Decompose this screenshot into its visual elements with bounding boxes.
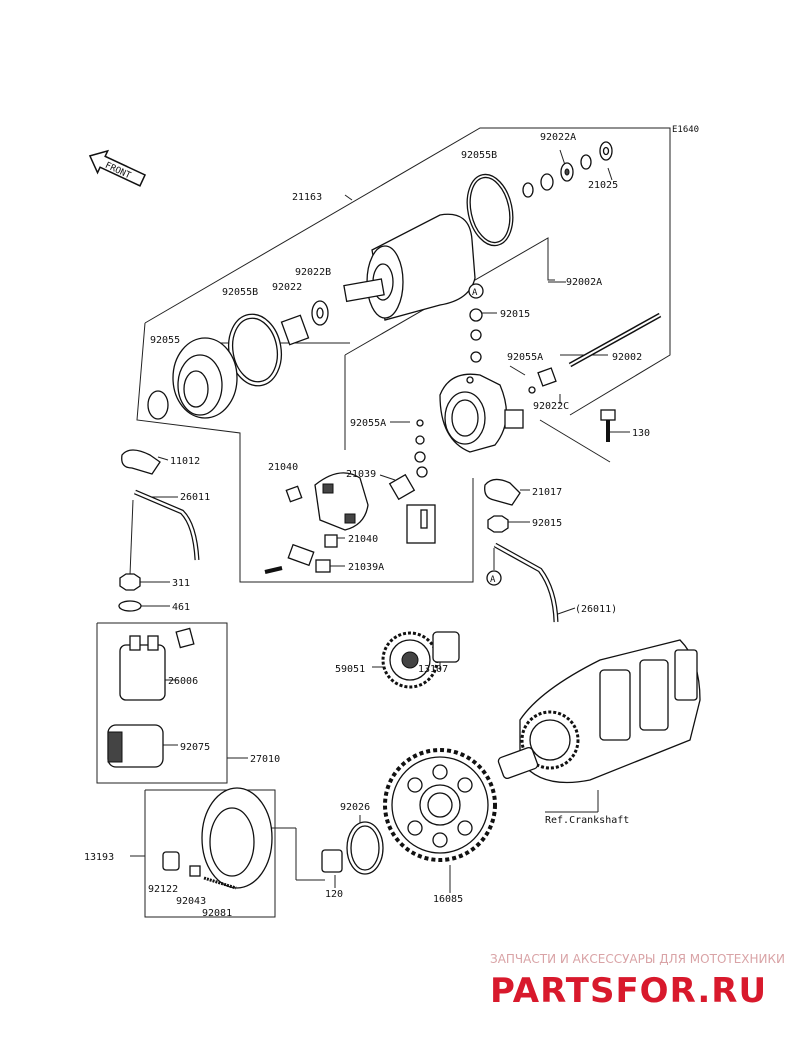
label-13107: 13107 [418, 664, 448, 675]
starter-cable [118, 449, 559, 623]
brush-plate [264, 472, 416, 574]
watermark-tagline: ЗАПЧАСТИ И АКСЕССУАРЫ ДЛЯ МОТОТЕХНИКИ [490, 952, 785, 966]
label-311: 311 [172, 578, 190, 589]
label-120: 120 [325, 889, 343, 900]
crankshaft [497, 639, 701, 784]
label-92055a-left: 92055A [350, 418, 386, 429]
label-92022a: 92022A [540, 132, 576, 143]
front-cover [147, 337, 238, 420]
diagram-code: E1640 [672, 125, 699, 135]
svg-text:A: A [472, 288, 478, 298]
label-92081: 92081 [202, 908, 232, 919]
label-13193: 13193 [84, 852, 114, 863]
label-ref-crankshaft: Ref.Crankshaft [545, 815, 629, 826]
label-92015-bottom: 92015 [532, 518, 562, 529]
idle-gear [381, 631, 460, 689]
label-27010: 27010 [250, 754, 280, 765]
label-130: 130 [632, 428, 650, 439]
label-92055b-mid: 92055B [222, 287, 258, 298]
starter-motor [343, 213, 476, 321]
label-59051: 59051 [335, 664, 365, 675]
front-arrow-icon: FRONT [88, 149, 147, 187]
label-92022b: 92022B [295, 267, 331, 278]
label-21163: 21163 [292, 192, 322, 203]
label-21040-a: 21040 [268, 462, 298, 473]
rear-cover [406, 308, 524, 544]
label-92075: 92075 [180, 742, 210, 753]
watermark-brand: PARTSFOR.RU [490, 971, 767, 1011]
part-labels: E1640 21163 92055B 92022A 21025 92002A 9… [84, 125, 699, 919]
label-16085: 16085 [433, 894, 463, 905]
label-92026: 92026 [340, 802, 370, 813]
label-92015-top: 92015 [500, 309, 530, 320]
label-92055: 92055 [150, 335, 180, 346]
label-26006: 26006 [168, 676, 198, 687]
label-92002a: 92002A [566, 277, 602, 288]
svg-text:A: A [490, 575, 496, 585]
starter-driven-gear [383, 748, 497, 862]
label-26011: 26011 [180, 492, 210, 503]
label-92022c: 92022C [533, 401, 569, 412]
label-461: 461 [172, 602, 190, 613]
label-92055a-right: 92055A [507, 352, 543, 363]
ref-mark-a-bottom: A [486, 570, 502, 586]
label-92022: 92022 [272, 282, 302, 293]
label-92002: 92002 [612, 352, 642, 363]
starter-clutch [162, 787, 384, 890]
label-92055b-top: 92055B [461, 150, 497, 161]
ref-mark-a-top: A [468, 283, 484, 299]
label-92122: 92122 [148, 884, 178, 895]
label-21017: 21017 [532, 487, 562, 498]
long-bolts [528, 312, 662, 442]
label-92043: 92043 [176, 896, 206, 907]
label-21025: 21025 [588, 180, 618, 191]
label-11012: 11012 [170, 456, 200, 467]
label-21040-b: 21040 [348, 534, 378, 545]
starter-relay [107, 627, 195, 768]
label-21039: 21039 [346, 469, 376, 480]
label-26011-ref: (26011) [575, 604, 617, 615]
label-21039a: 21039A [348, 562, 384, 573]
watermark: ЗАПЧАСТИ И АКСЕССУАРЫ ДЛЯ МОТОТЕХНИКИ PA… [490, 952, 785, 1011]
